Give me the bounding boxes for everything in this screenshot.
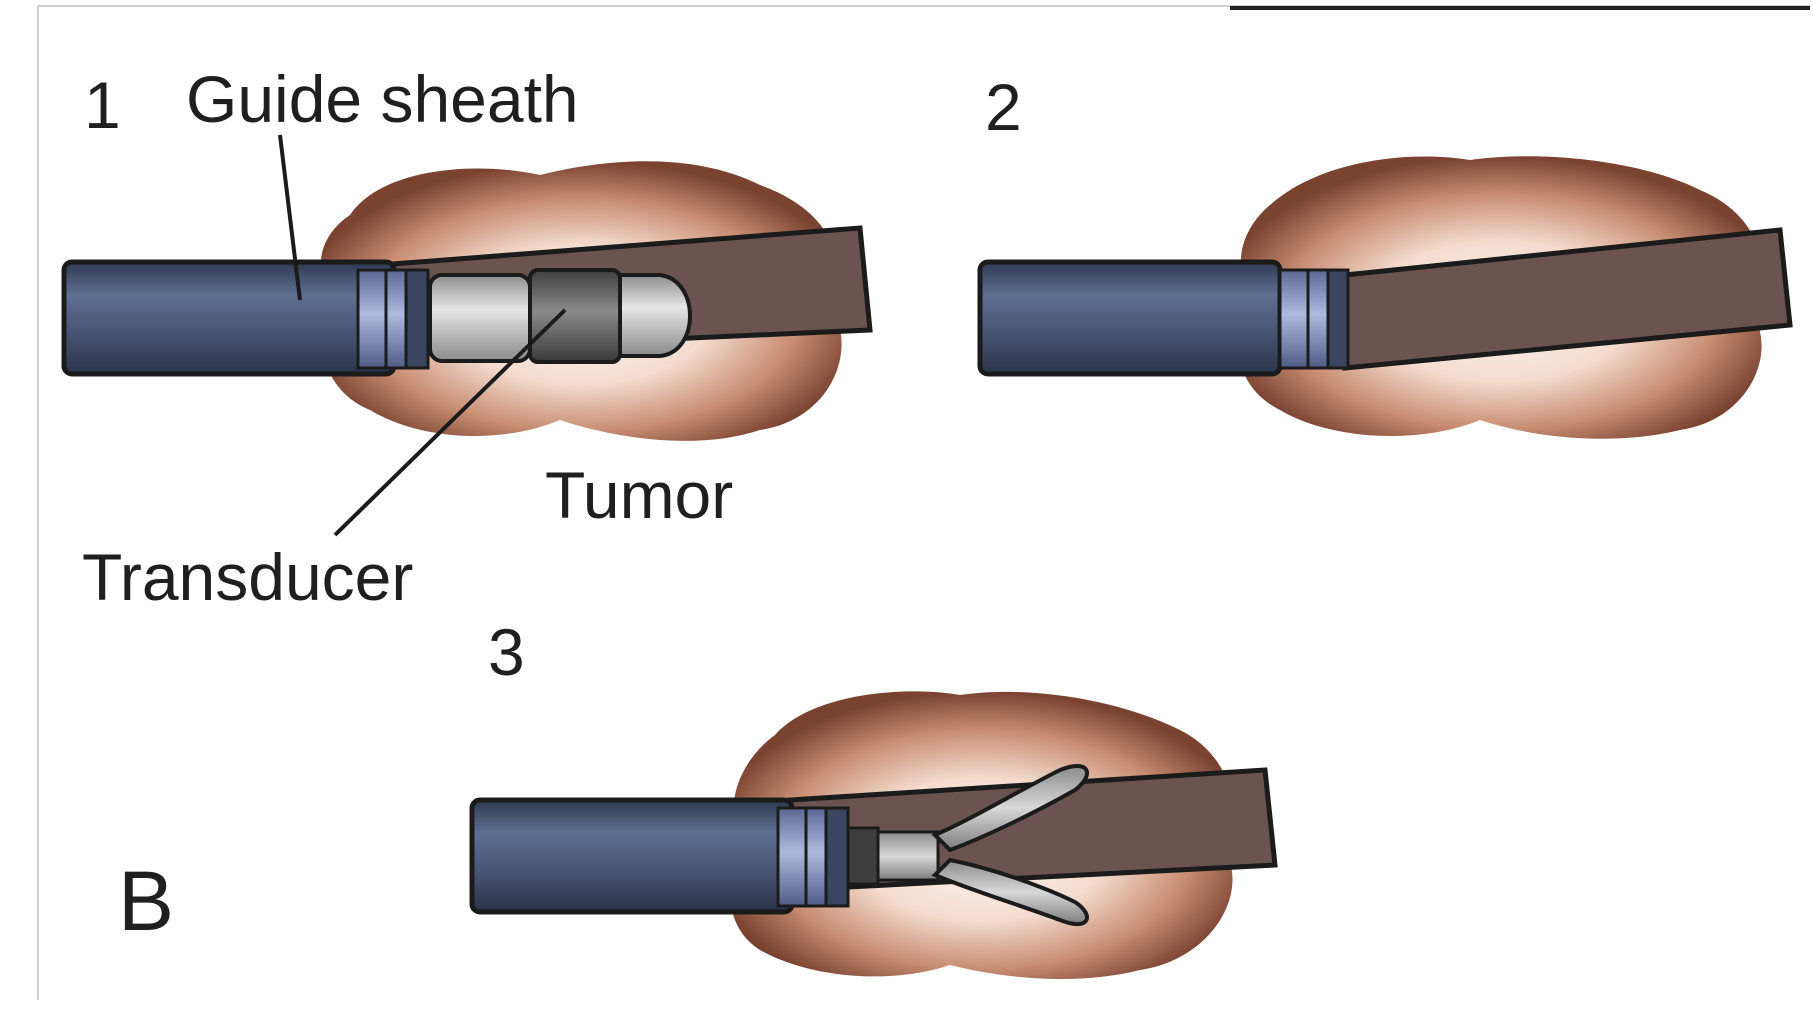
sheath-band <box>1328 270 1348 368</box>
panel-number-3: 3 <box>488 615 525 689</box>
sheath-band <box>806 808 826 906</box>
transducer-segment <box>530 270 620 362</box>
forceps-shaft <box>878 832 938 880</box>
guide-sheath-label: Guide sheath <box>186 62 579 136</box>
guide-sheath-body <box>980 262 1280 374</box>
sheath-band <box>406 270 428 368</box>
sheath-band <box>1308 270 1328 368</box>
tumor-label: Tumor <box>545 458 733 532</box>
figure-letter: B <box>118 854 174 948</box>
sheath-band <box>358 270 386 368</box>
sheath-band <box>386 270 406 368</box>
guide-sheath-body <box>64 262 394 374</box>
sheath-band <box>1280 270 1308 368</box>
transducer-tip <box>620 275 690 356</box>
sheath-band <box>826 808 848 906</box>
sheath-band <box>778 808 806 906</box>
transducer-segment <box>430 275 530 361</box>
panel-number-2: 2 <box>985 70 1022 144</box>
transducer-label: Transducer <box>82 540 413 614</box>
forceps-shaft <box>848 828 878 884</box>
panel-number-1: 1 <box>84 68 121 142</box>
guide-sheath-body <box>472 800 792 912</box>
